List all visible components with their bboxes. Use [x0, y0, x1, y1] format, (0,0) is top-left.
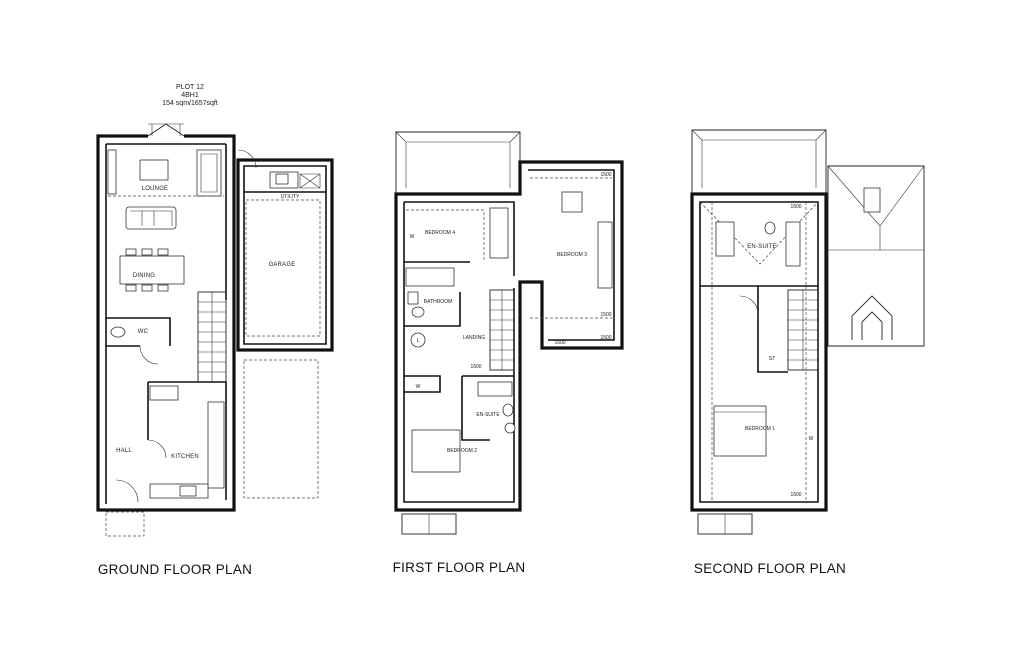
room-label-kitchen: KITCHEN — [171, 454, 199, 460]
front-porch — [105, 511, 145, 537]
second-floor-outer-wall — [690, 192, 828, 512]
bathroom-toilet — [411, 306, 425, 318]
sofa — [196, 149, 222, 197]
garage-parking-bay — [245, 199, 321, 337]
bedroom3-bed — [597, 221, 613, 289]
garage-outer-wall — [236, 158, 334, 352]
plot-type: 4BH1 — [181, 92, 199, 99]
first-stairs — [489, 289, 515, 371]
linen-cupboard — [410, 332, 426, 348]
room-label-bedroom4: BEDROOM 4 — [425, 230, 455, 236]
bedroom1-bed — [713, 405, 767, 457]
second-ensuite-shower — [715, 221, 735, 257]
utility-sink — [275, 173, 289, 185]
bathroom-basin — [407, 291, 419, 305]
dormer-outline — [851, 295, 893, 340]
second-floor-title: SECOND FLOOR PLAN — [694, 561, 846, 576]
ensuite-shower — [477, 381, 513, 397]
rooflight — [863, 187, 881, 213]
room-label-bedroom1: BEDROOM 1 — [745, 426, 775, 432]
coffee-table — [139, 159, 169, 181]
room-label-landing: LANDING — [463, 335, 485, 341]
adjacent-roof-plane — [827, 165, 925, 347]
dim-second-bottom: 1500 — [790, 492, 801, 498]
dim-landing: 1500 — [554, 340, 565, 346]
first-floor-outer-wall — [394, 160, 624, 512]
plot-name: PLOT 12 — [176, 84, 204, 91]
ground-stairs — [197, 291, 227, 383]
dim-b3-mid: 1500 — [600, 312, 611, 318]
room-label-bathroom: BATHROOM — [424, 299, 453, 305]
ground-floor-plan: LOUNGE DINING WC KITCHEN — [96, 123, 334, 577]
room-label-lounge: LOUNGE — [142, 186, 169, 192]
second-stairs — [787, 289, 819, 371]
room-label-first-ensuite: EN-SUITE — [476, 412, 500, 418]
room-label-second-ensuite: EN-SUITE — [747, 244, 777, 250]
bath — [405, 267, 455, 287]
second-wardrobe-mark: W — [809, 436, 814, 442]
wardrobe-mark-2: W — [416, 384, 421, 390]
driveway-bay — [243, 359, 319, 499]
room-label-wc: WC — [138, 329, 149, 335]
bedroom4-bed — [489, 207, 509, 259]
second-ensuite-bath — [785, 221, 801, 267]
patio-door — [147, 123, 185, 137]
bedroom3-rooflight — [561, 191, 583, 213]
ensuite-toilet — [502, 403, 514, 417]
dining-table — [119, 255, 185, 285]
wardrobe-mark-1: W — [410, 234, 415, 240]
sofa-2 — [125, 206, 177, 230]
second-floor-plan: EN-SUITE 1500 ST BEDROOM 1 W 1500 SECOND… — [690, 129, 925, 576]
plot-area: 154 sqm/1657sqft — [162, 100, 218, 107]
kitchen-worktop-bottom — [149, 483, 209, 499]
second-ensuite-toilet — [764, 221, 776, 235]
kitchen-sink — [179, 485, 197, 497]
wc-toilet — [110, 326, 126, 338]
room-label-dining: DINING — [133, 273, 155, 279]
first-floor-title: FIRST FLOOR PLAN — [393, 560, 526, 575]
ensuite-basin — [504, 422, 516, 434]
ground-floor-title: GROUND FLOOR PLAN — [98, 562, 252, 577]
dim-landing-2: 1500 — [470, 364, 481, 370]
room-label-bedroom2: BEDROOM 2 — [447, 448, 477, 454]
room-label-utility: UTILITY — [281, 194, 300, 200]
room-label-hall: HALL — [116, 448, 132, 454]
dim-b3-bot: 1500 — [600, 335, 611, 341]
room-label-store: ST — [769, 356, 775, 362]
room-label-garage: GARAGE — [269, 262, 296, 268]
room-label-bedroom3: BEDROOM 3 — [557, 252, 587, 258]
dim-b3-top: 1500 — [600, 172, 611, 178]
bedroom2-bed — [411, 429, 461, 473]
first-floor-plan: BEDROOM 4 W BEDROOM 3 1500 1500 1500 BAT… — [393, 131, 624, 575]
linen-mark: L — [417, 338, 420, 344]
dim-second-top: 1500 — [790, 204, 801, 210]
plot-info: PLOT 12 4BH1 154 sqm/1657sqft — [162, 84, 218, 107]
tv-unit — [107, 149, 117, 195]
kitchen-worktop-top — [149, 385, 179, 401]
dining-chairs — [125, 248, 169, 292]
kitchen-worktop-side — [207, 401, 225, 489]
